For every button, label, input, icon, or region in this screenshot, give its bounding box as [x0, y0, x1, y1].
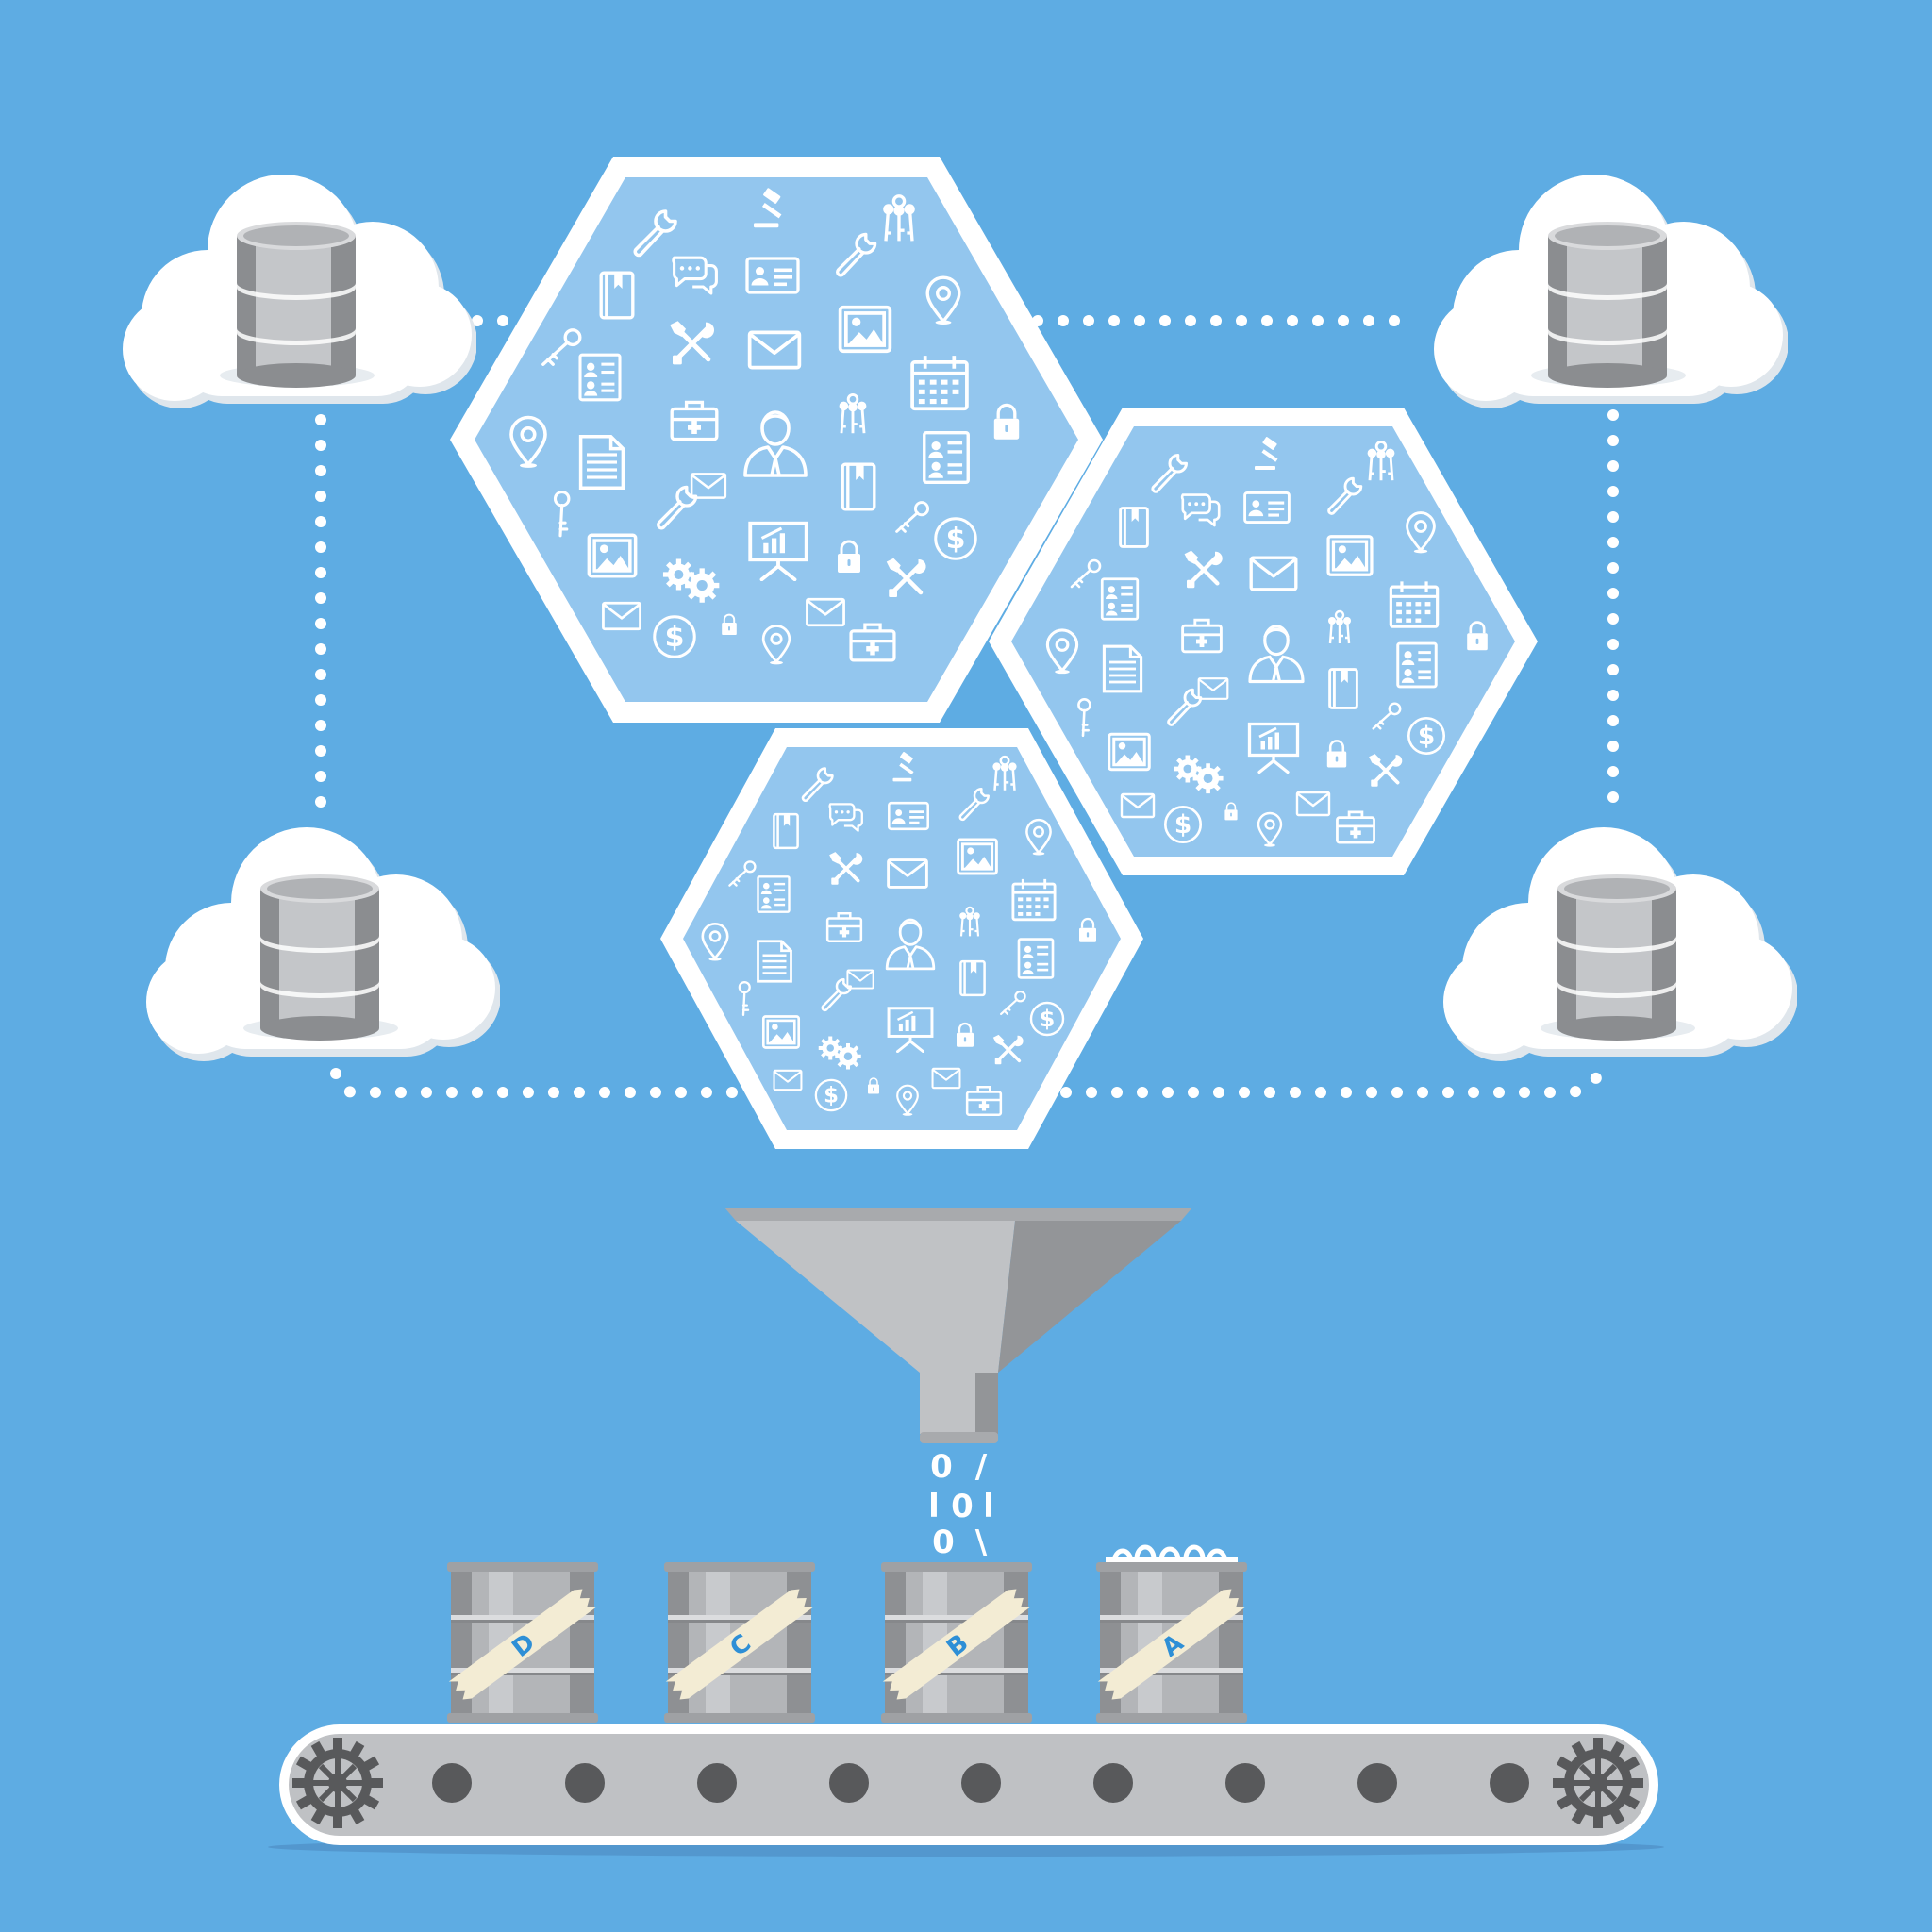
binary-digit: / — [975, 1448, 988, 1486]
binary-digit: l — [983, 1488, 994, 1525]
binary-digit: 0 — [951, 1488, 974, 1525]
data-hexagon-bottom — [660, 728, 1143, 1149]
binary-digit: 0 — [930, 1448, 953, 1486]
barrel-a: A — [1096, 1544, 1247, 1723]
connector-bottom-left — [330, 1068, 741, 1098]
network-connectors — [315, 315, 1619, 1098]
barrel-tape-label: B — [882, 1589, 1031, 1700]
connector-bottom-right — [1060, 1062, 1606, 1098]
data-hexagon-right — [989, 408, 1538, 875]
barrel-d: D — [447, 1562, 598, 1723]
binary-digit: \ — [975, 1524, 988, 1561]
cloud-database-top-left — [123, 175, 476, 408]
data-hexagon-large — [450, 157, 1103, 723]
barrel-c: C — [664, 1562, 815, 1723]
cloud-database-bottom-left — [146, 827, 500, 1061]
funnel — [724, 1208, 1192, 1443]
binary-digit: l — [928, 1488, 940, 1525]
barrel-b: B — [881, 1562, 1032, 1723]
binary-digit: 0 — [932, 1524, 955, 1561]
cloud-database-bottom-right — [1443, 827, 1797, 1061]
cloud-database-top-right — [1434, 175, 1788, 408]
belt-rollers — [432, 1763, 1529, 1803]
conveyor-belt — [268, 1724, 1664, 1857]
